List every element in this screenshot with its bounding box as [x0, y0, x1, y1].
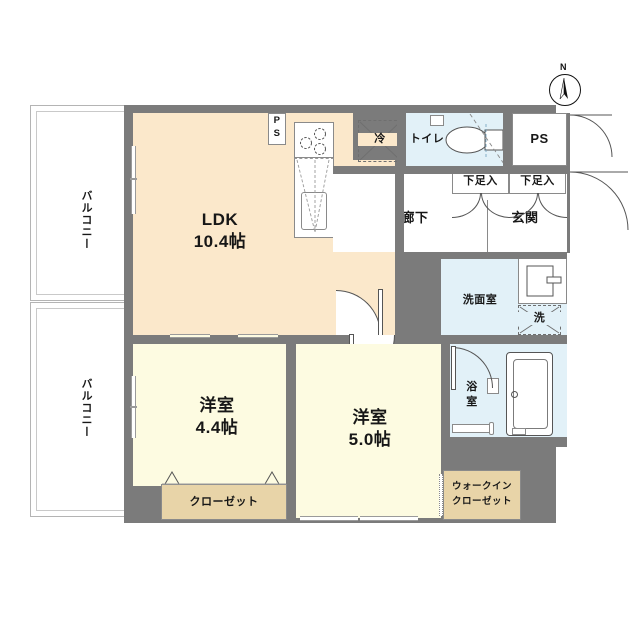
bedroom1-area-label: 4.4帖 — [195, 418, 239, 437]
balcony-upper-label: バルコニー — [80, 190, 92, 250]
toilet-label: トイレ — [409, 133, 445, 145]
wic-door[interactable] — [439, 474, 443, 516]
ps-shaft-right — [512, 113, 567, 166]
bath-label-2: 室 — [466, 396, 478, 408]
wall-washroom-bath — [440, 335, 567, 344]
bedroom1-window-mullion — [130, 406, 137, 408]
refrigerator-label: 冷 — [358, 133, 402, 146]
genkan-step-line — [487, 200, 488, 252]
entrance-doors — [569, 114, 629, 231]
bath-drain-icon — [489, 422, 494, 435]
bath-faucet-icon — [512, 428, 526, 435]
toilet-bowl-icon — [445, 124, 504, 158]
wall-bath-left — [441, 344, 450, 444]
bedroom1-sliding-door-a[interactable] — [170, 334, 210, 338]
wic-label-line2: クローゼット — [451, 496, 512, 507]
kitchen-sink-hatch — [296, 159, 330, 233]
ps-shaft-left — [268, 113, 286, 145]
wall-ldk-bedroom1 — [133, 335, 301, 344]
walk-in-closet — [443, 470, 521, 520]
bedroom2-area-label: 5.0帖 — [348, 430, 392, 449]
ldk-window-mullion — [130, 178, 137, 180]
washroom-label: 洗面室 — [462, 294, 498, 306]
closet-label: クローゼット — [189, 496, 259, 508]
washing-machine-label: 洗 — [518, 312, 561, 325]
balcony-upper-inner — [36, 111, 129, 295]
bedroom1-label: 洋室 — [199, 396, 235, 415]
bath-door-leaf — [451, 346, 456, 390]
room-bedroom1 — [133, 344, 301, 486]
corridor-label: 廊下 — [401, 210, 429, 225]
entry-wall-edge — [567, 113, 570, 253]
room-bedroom2 — [295, 344, 441, 518]
ldk-window-upper — [131, 146, 136, 214]
compass-north-label: N — [560, 62, 567, 72]
vanity-sink-icon — [518, 257, 567, 304]
ldk-label: LDK — [201, 210, 239, 229]
room-ldk — [133, 113, 301, 335]
ps-left-label-p: P — [273, 115, 281, 126]
toilet-wall-cabinet-icon — [430, 115, 444, 126]
bedroom1-sliding-door-b[interactable] — [238, 334, 278, 338]
ldk-door-leaf — [378, 289, 383, 337]
toilet-swing-line — [469, 113, 505, 165]
wall-under-toilet — [405, 166, 567, 174]
balcony-lower-label: バルコニー — [80, 378, 92, 438]
wall-corridor-top — [333, 166, 405, 174]
wall-between-bedrooms — [286, 336, 296, 518]
bath-bench-icon — [452, 424, 490, 433]
ldk-area-label: 10.4帖 — [193, 232, 247, 251]
wall-left-of-toilet — [397, 113, 406, 166]
wall-ldk-corridor — [395, 166, 404, 335]
bedroom2-window-b — [360, 516, 418, 521]
wall-corridor-washroom — [432, 252, 567, 259]
kitchen-sink-icon — [301, 192, 327, 230]
bathtub-icon — [506, 352, 553, 436]
wic-label-line1: ウォークイン — [451, 481, 512, 492]
wall-bath-bottom — [441, 437, 567, 447]
bedroom2-label: 洋室 — [352, 408, 388, 427]
ps-left-label-s: S — [273, 128, 281, 139]
closet-door-chevrons — [162, 471, 286, 485]
gas-stove-icon — [294, 122, 334, 158]
shoe-cabinet-left-label: 下足入 — [463, 175, 498, 187]
shoe-cabinet-right-label: 下足入 — [520, 175, 555, 187]
wall-washroom-left — [432, 252, 441, 344]
ps-right-label: PS — [530, 131, 549, 146]
bedroom2-window-a — [300, 516, 358, 521]
wall-toilet-ps — [503, 113, 512, 166]
